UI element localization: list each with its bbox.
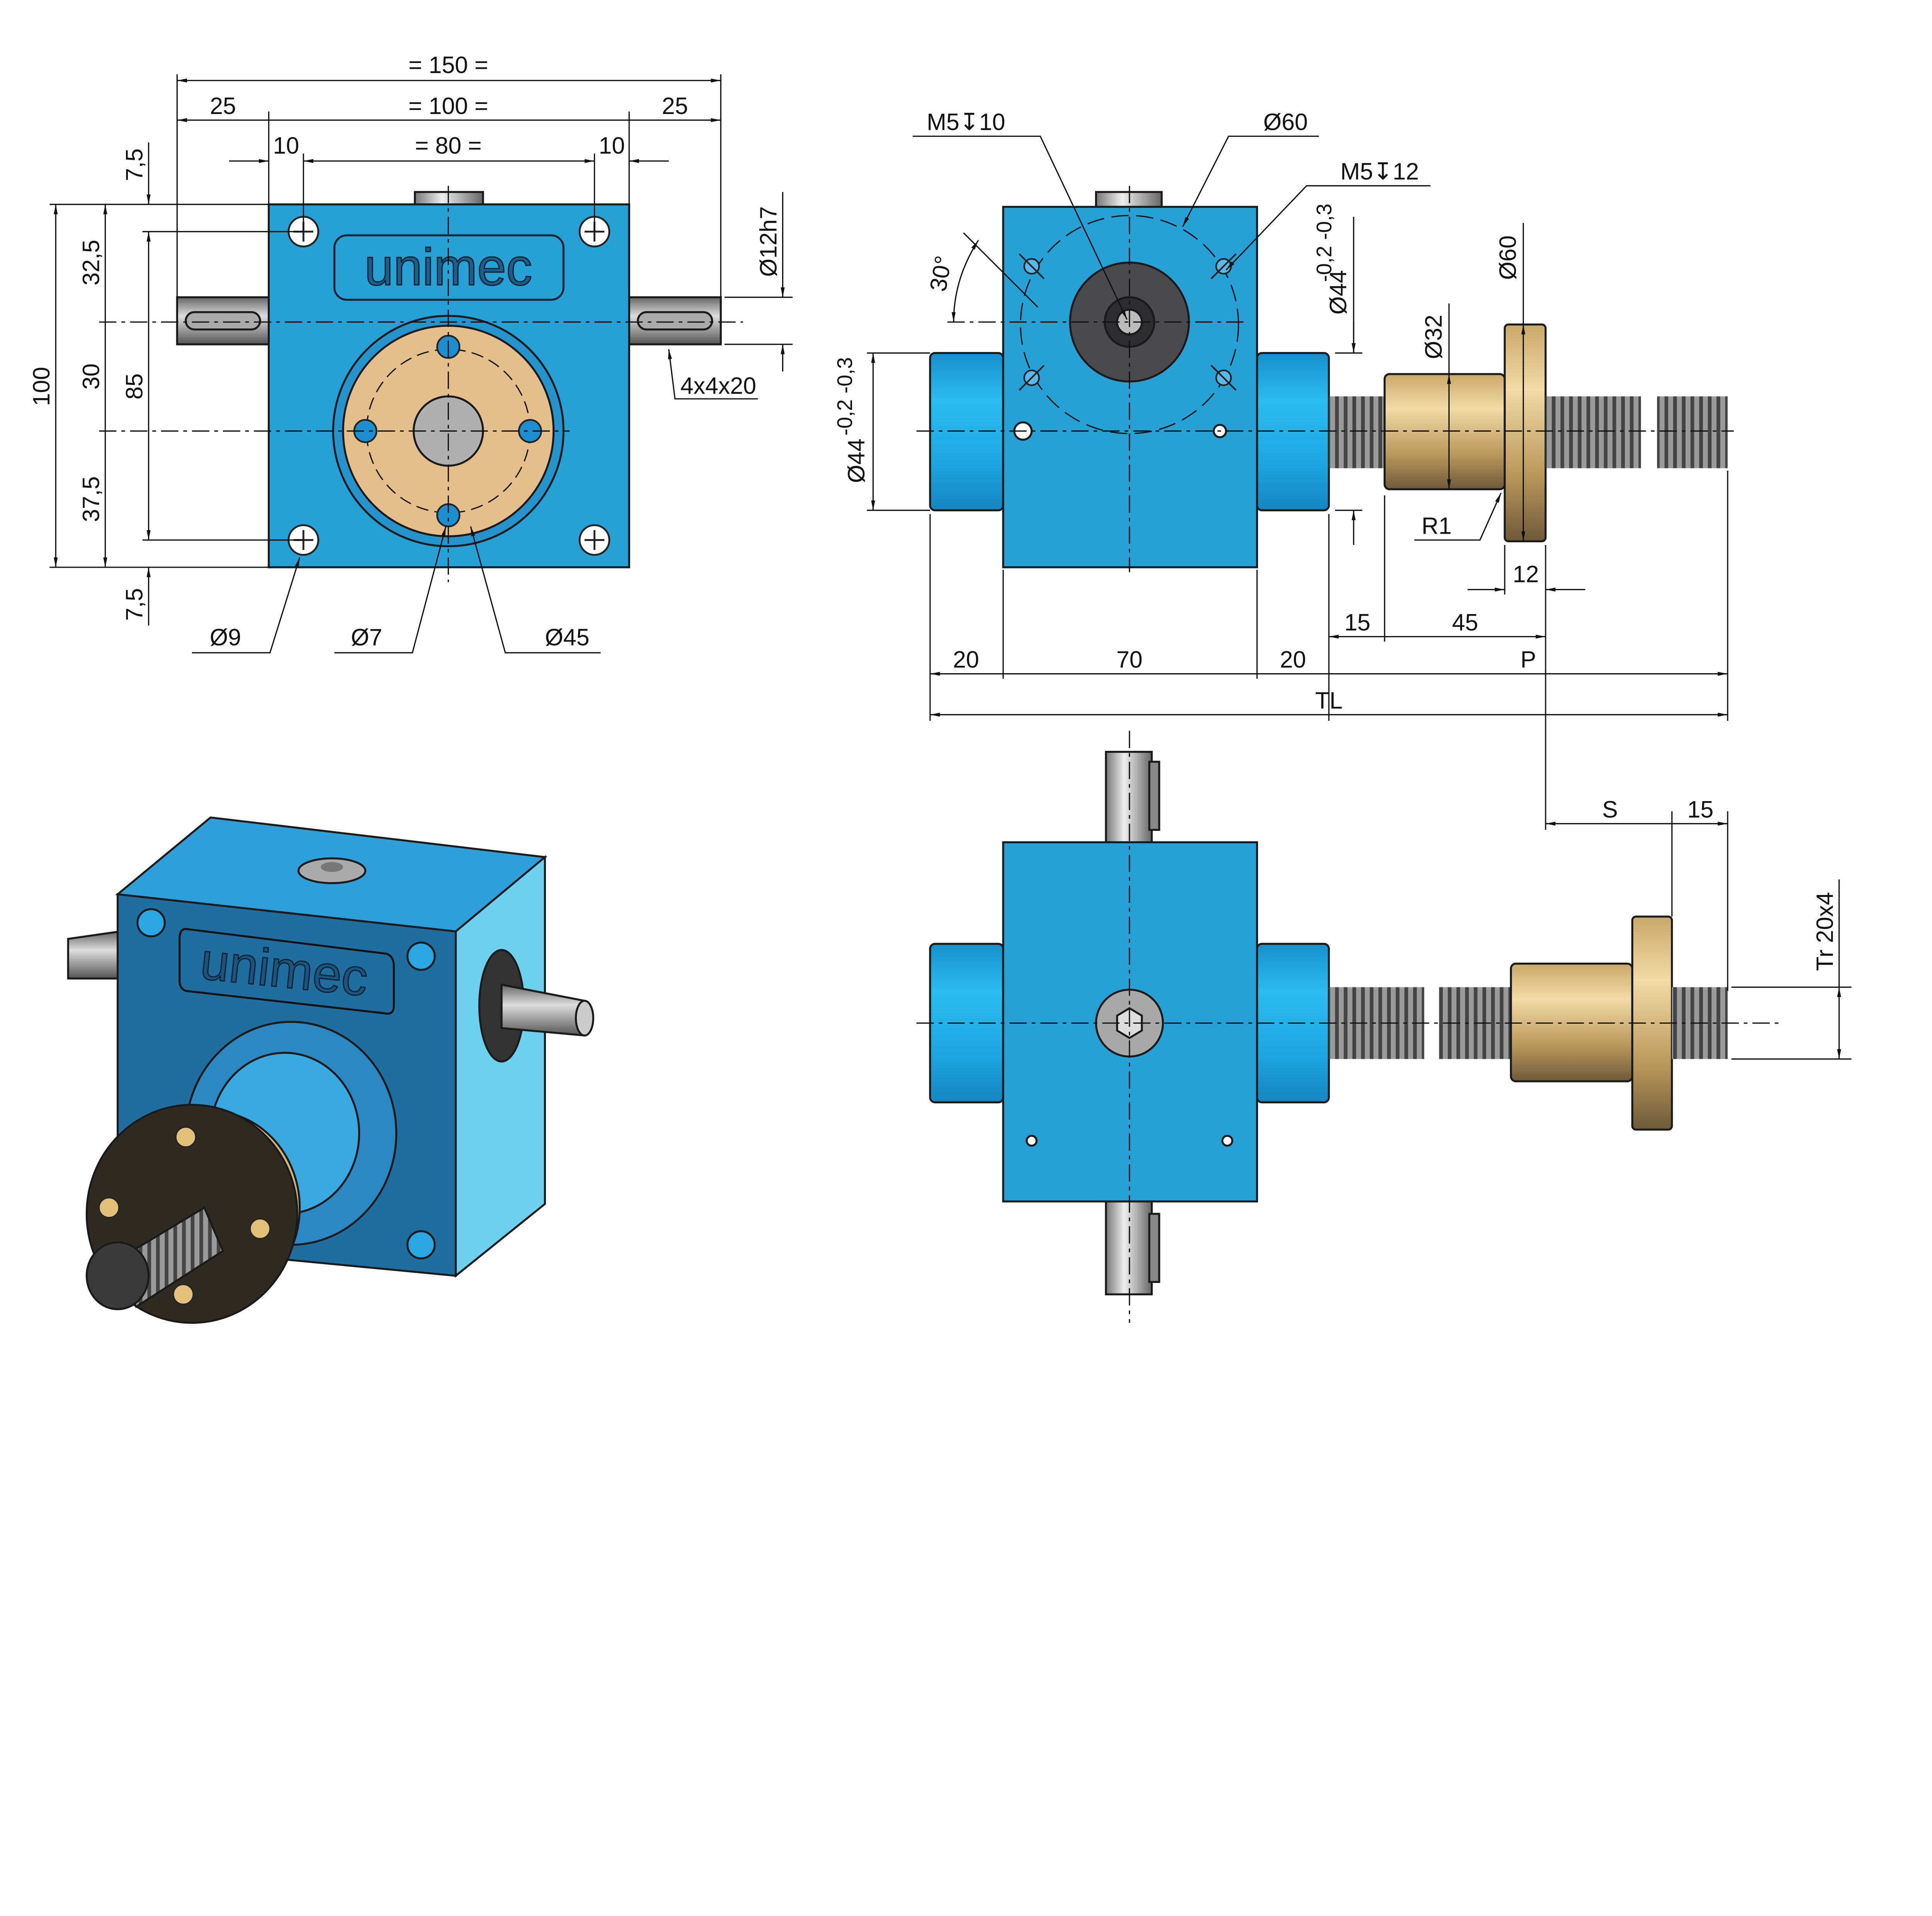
dim-20-right: 20 bbox=[1280, 647, 1306, 673]
logo-plate bbox=[333, 234, 565, 301]
flange-bolts bbox=[98, 1126, 271, 1305]
dim-pcd-45: Ø45 bbox=[545, 624, 589, 650]
dim-pcd-60: Ø60 bbox=[1263, 109, 1308, 135]
screw-thread bbox=[1657, 396, 1728, 468]
dim-15-top: 15 bbox=[1687, 796, 1714, 822]
dim-20-left: 20 bbox=[953, 647, 979, 673]
dim-hole-vertical: 85 bbox=[121, 373, 148, 400]
dim-p: P bbox=[1520, 647, 1536, 673]
nut-flange bbox=[1503, 323, 1547, 543]
dim-hole-offset-right: 10 bbox=[599, 132, 625, 158]
right-keyway bbox=[637, 311, 713, 331]
dim-hole-dia-9: Ø9 bbox=[210, 624, 241, 650]
mount-hole bbox=[406, 941, 436, 971]
vent-hole bbox=[1221, 1135, 1233, 1147]
dim-hole-offset-left: 10 bbox=[273, 132, 299, 158]
thread-spec: Tr 20x4 bbox=[1812, 892, 1838, 971]
iso-view: unimec bbox=[67, 816, 594, 1324]
dim-flange-thk: 12 bbox=[1513, 561, 1539, 587]
dim-hole-spacing: = 80 = bbox=[415, 132, 482, 158]
screw-tip bbox=[85, 1241, 150, 1310]
dim-flange-dia: Ø60 bbox=[1495, 235, 1521, 280]
vent-hole bbox=[1026, 1135, 1038, 1147]
dim-bottom-margin: 7,5 bbox=[121, 588, 148, 621]
top-view: S 15 Tr 20x4 bbox=[916, 731, 1852, 1323]
left-shaft bbox=[67, 930, 121, 980]
dim-top-margin: 7,5 bbox=[121, 148, 148, 181]
dim-angle: 30° bbox=[925, 254, 957, 293]
technical-drawing: unimec = 150 = 25 = 100 = 25 10 = 80 = 1… bbox=[28, 52, 1852, 1324]
dim-boss-dia-right: Ø44 bbox=[1325, 270, 1351, 315]
dim-30: 30 bbox=[78, 363, 104, 390]
dim-right-shaft: 25 bbox=[662, 93, 688, 119]
dim-boss-tol-right: -0,2 -0,3 bbox=[1313, 204, 1336, 282]
dim-key: 4x4x20 bbox=[680, 373, 756, 399]
dim-radius: R1 bbox=[1422, 512, 1452, 539]
right-boss bbox=[1256, 352, 1330, 512]
front-view: unimec = 150 = 25 = 100 = 25 10 = 80 = 1… bbox=[28, 52, 793, 653]
right-shaft bbox=[500, 983, 586, 1037]
dim-height: 100 bbox=[28, 367, 54, 406]
dim-37-5: 37,5 bbox=[78, 476, 104, 522]
hex-icon bbox=[321, 862, 343, 872]
left-boss bbox=[929, 352, 1004, 512]
side-view: M5↧10 Ø60 M5↧12 30° Ø44 -0,2 -0,3 Ø44 -0… bbox=[833, 109, 1734, 830]
dim-stroke: S bbox=[1602, 796, 1618, 822]
dim-70: 70 bbox=[1116, 647, 1143, 673]
dim-overall-width: = 150 = bbox=[408, 52, 488, 78]
pcd-60-circle bbox=[1020, 215, 1239, 434]
mount-hole bbox=[406, 1230, 436, 1259]
thread-hole-m5-12: M5↧12 bbox=[1340, 158, 1419, 185]
dim-shaft-dia: Ø12h7 bbox=[755, 206, 782, 277]
dim-45: 45 bbox=[1452, 609, 1478, 635]
dim-left-shaft: 25 bbox=[210, 93, 236, 119]
key bbox=[1148, 1213, 1160, 1283]
bronze-nut bbox=[1383, 373, 1506, 490]
left-keyway bbox=[185, 311, 261, 331]
dim-32-5: 32,5 bbox=[78, 240, 104, 285]
dim-15: 15 bbox=[1344, 609, 1371, 635]
screw-thread bbox=[1329, 396, 1387, 468]
screw-thread bbox=[1545, 396, 1641, 468]
dim-tl: TL bbox=[1315, 687, 1343, 713]
mount-hole bbox=[136, 908, 166, 938]
right-face bbox=[454, 855, 546, 1278]
shaft-end bbox=[575, 1000, 594, 1037]
logo-plate bbox=[179, 928, 395, 1015]
dim-hole-dia-7: Ø7 bbox=[351, 624, 382, 650]
dim-boss-tol: -0,2 -0,3 bbox=[833, 357, 857, 436]
thread-hole-m5-10: M5↧10 bbox=[927, 109, 1005, 135]
key bbox=[1148, 761, 1160, 831]
dim-boss-dia: Ø44 bbox=[843, 439, 869, 483]
dim-nut-dia: Ø32 bbox=[1420, 315, 1447, 359]
dim-body-width: = 100 = bbox=[408, 93, 488, 119]
